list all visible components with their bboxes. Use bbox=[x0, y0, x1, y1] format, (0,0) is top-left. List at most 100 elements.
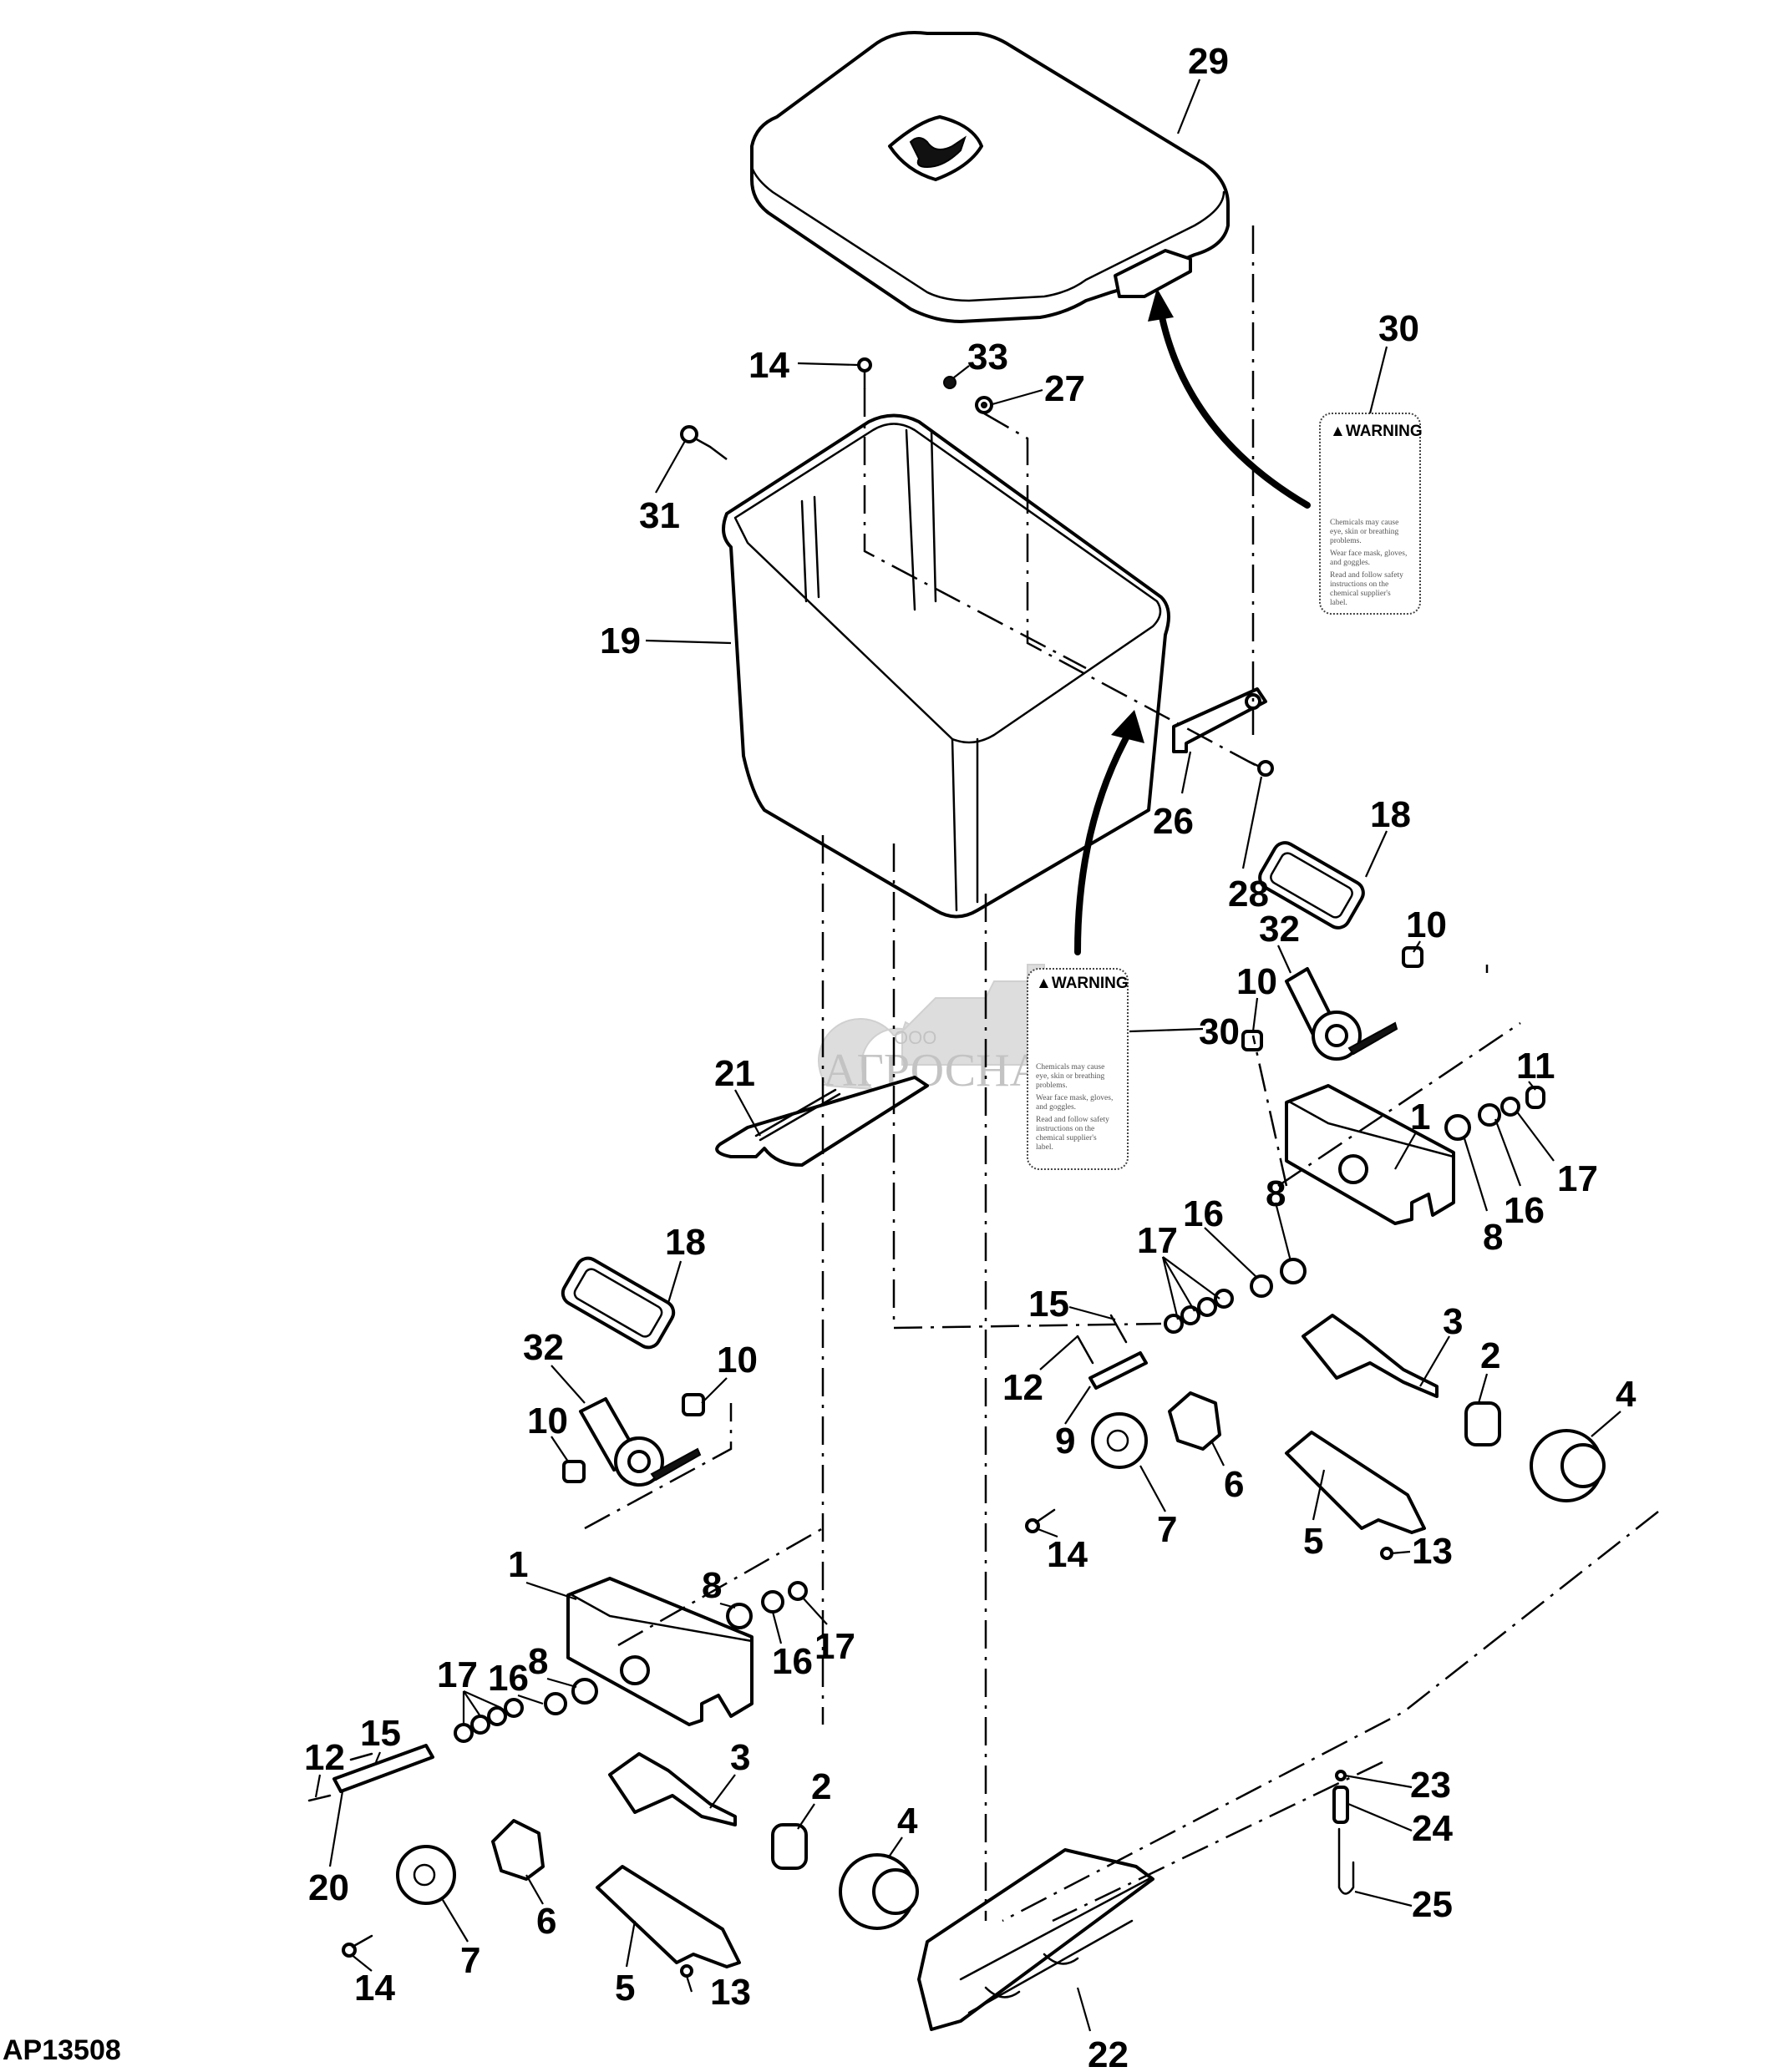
part-mounting-bracket bbox=[917, 1848, 1154, 2031]
callout-4-right: 4 bbox=[1616, 1374, 1636, 1415]
assembly-axis-lines bbox=[584, 225, 1659, 1923]
warning-text-line: Wear face mask, gloves, bbox=[1330, 549, 1407, 558]
callout-3-right: 3 bbox=[1443, 1301, 1463, 1342]
callout-14: 14 bbox=[748, 345, 789, 386]
callout-28: 28 bbox=[1228, 874, 1269, 914]
callout-3-left: 3 bbox=[730, 1737, 750, 1778]
callout-19: 19 bbox=[600, 621, 641, 661]
callout-32-right: 32 bbox=[1259, 909, 1300, 950]
part-hardware-top bbox=[680, 357, 993, 448]
callout-20: 20 bbox=[308, 1867, 349, 1908]
warning-text-line: problems. bbox=[1036, 1082, 1068, 1090]
callout-15-left: 15 bbox=[360, 1713, 401, 1754]
callout-7-left: 7 bbox=[460, 1940, 480, 1981]
leaping-deer-logo-icon bbox=[888, 115, 983, 181]
callout-2-right: 2 bbox=[1480, 1335, 1500, 1376]
callout-6-right: 6 bbox=[1224, 1464, 1244, 1505]
warning-text-line: chemical supplier's bbox=[1036, 1134, 1097, 1142]
warning-text-line: eye, skin or breathing bbox=[1330, 528, 1399, 536]
callout-8-mid: 8 bbox=[1266, 1173, 1286, 1214]
warning-text-line: and goggles. bbox=[1330, 559, 1370, 567]
callout-10-left-top: 10 bbox=[717, 1340, 758, 1380]
callout-11: 11 bbox=[1516, 1046, 1555, 1087]
callout-7-right: 7 bbox=[1157, 1509, 1177, 1550]
callout-16-left-right: 16 bbox=[772, 1641, 813, 1682]
callout-10-right-left: 10 bbox=[1236, 961, 1277, 1002]
warning-text-line: Wear face mask, gloves, bbox=[1036, 1093, 1113, 1102]
callout-8-left-top: 8 bbox=[702, 1565, 722, 1606]
callout-18-left: 18 bbox=[665, 1222, 706, 1263]
callout-29: 29 bbox=[1188, 41, 1229, 82]
callout-17-left: 17 bbox=[437, 1654, 478, 1695]
callout-14-left: 14 bbox=[354, 1968, 395, 2009]
warning-text-line: Read and follow safety bbox=[1330, 570, 1403, 580]
warning-text-line: instructions on the bbox=[1036, 1125, 1094, 1133]
figure-id: AP13508 bbox=[3, 2034, 121, 2066]
callout-5-left: 5 bbox=[615, 1968, 635, 2009]
part-hinge-bracket bbox=[1172, 687, 1274, 777]
warning-text-line: and goggles. bbox=[1036, 1103, 1076, 1112]
callout-24: 24 bbox=[1412, 1808, 1453, 1849]
callout-10-left: 10 bbox=[527, 1401, 568, 1441]
callout-4-left: 4 bbox=[897, 1801, 918, 1841]
callout-17-right: 17 bbox=[1557, 1158, 1598, 1199]
callout-13-left: 13 bbox=[710, 1972, 751, 2013]
callout-13-right: 13 bbox=[1412, 1531, 1453, 1572]
callout-23: 23 bbox=[1410, 1765, 1451, 1806]
part-link-hardware bbox=[1332, 1770, 1355, 1895]
callout-30-lower: 30 bbox=[1199, 1011, 1240, 1052]
warning-title: ▲WARNING bbox=[1036, 975, 1129, 992]
assembly-arrows bbox=[1074, 288, 1311, 955]
warning-title: ▲WARNING bbox=[1330, 423, 1423, 440]
warning-text-line: label. bbox=[1330, 599, 1347, 607]
callout-15-right: 15 bbox=[1028, 1284, 1069, 1325]
warning-text-line: Chemicals may cause bbox=[1036, 1063, 1104, 1071]
warning-triangle-icon: ▲ bbox=[1036, 975, 1052, 992]
callout-labels: 29 14 33 27 31 19 30 26 28 18 32 10 10 3… bbox=[304, 41, 1636, 2072]
watermark-prefix: ООО bbox=[894, 1027, 936, 1048]
warning-text-line: chemical supplier's bbox=[1330, 590, 1391, 598]
callout-18-right: 18 bbox=[1370, 794, 1411, 835]
callout-27: 27 bbox=[1044, 368, 1085, 409]
callout-30-upper: 30 bbox=[1378, 308, 1419, 349]
callout-9: 9 bbox=[1055, 1421, 1075, 1462]
meter-assembly-left bbox=[307, 1256, 919, 1978]
callout-6-left: 6 bbox=[536, 1901, 556, 1942]
callout-17-mid: 17 bbox=[1137, 1220, 1178, 1261]
callout-31: 31 bbox=[639, 495, 680, 536]
part-lid bbox=[750, 31, 1230, 323]
callout-26: 26 bbox=[1153, 801, 1194, 842]
callout-12-left: 12 bbox=[304, 1737, 345, 1778]
callout-21: 21 bbox=[714, 1053, 755, 1094]
callout-1-right: 1 bbox=[1410, 1097, 1430, 1137]
part-hopper bbox=[722, 413, 1170, 919]
callout-8-left: 8 bbox=[528, 1641, 548, 1682]
warning-text-line: instructions on the bbox=[1330, 580, 1388, 589]
callout-1-left: 1 bbox=[508, 1544, 528, 1585]
leader-lines bbox=[314, 79, 1621, 2032]
warning-text-line: problems. bbox=[1330, 537, 1362, 545]
callout-22: 22 bbox=[1088, 2034, 1129, 2072]
callout-10-right-top: 10 bbox=[1406, 904, 1447, 945]
callout-8-right: 8 bbox=[1483, 1217, 1503, 1258]
callout-14-right: 14 bbox=[1047, 1534, 1088, 1575]
callout-32-left: 32 bbox=[523, 1327, 564, 1368]
meter-assembly-right bbox=[1025, 841, 1606, 1560]
callout-33: 33 bbox=[967, 337, 1008, 377]
warning-text-line: Read and follow safety bbox=[1036, 1115, 1109, 1124]
warning-text-line: eye, skin or breathing bbox=[1036, 1072, 1105, 1081]
callout-16-mid: 16 bbox=[1183, 1193, 1224, 1234]
warning-text-line: label. bbox=[1036, 1143, 1053, 1152]
callout-17-left-right: 17 bbox=[814, 1626, 855, 1667]
callout-16-left: 16 bbox=[488, 1658, 529, 1699]
callout-25: 25 bbox=[1412, 1884, 1453, 1925]
callout-5-right: 5 bbox=[1303, 1521, 1323, 1562]
callout-2-left: 2 bbox=[811, 1766, 831, 1807]
warning-text-line: Chemicals may cause bbox=[1330, 519, 1398, 527]
callout-16-right: 16 bbox=[1504, 1190, 1545, 1231]
warning-triangle-icon: ▲ bbox=[1330, 423, 1346, 440]
callout-12-right: 12 bbox=[1002, 1367, 1043, 1408]
